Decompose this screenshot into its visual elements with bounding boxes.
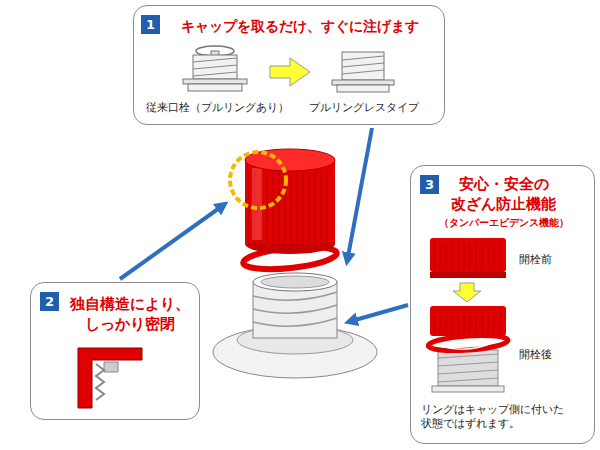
cap-after-opening (433, 310, 434, 334)
pull-ring-spout (183, 79, 247, 84)
cap-before-opening (451, 242, 452, 270)
spout-with-cap (272, 172, 273, 246)
spout-with-cap (308, 172, 309, 246)
cap-before-opening (493, 242, 494, 270)
figure-caption: 従来口栓（プルリングあり） (146, 101, 289, 115)
yellow-arrow (270, 58, 310, 86)
spout-with-cap (326, 172, 327, 246)
spout-with-cap (290, 172, 291, 246)
cap-before-opening (439, 242, 440, 270)
leader-arrows (120, 128, 408, 322)
callout-number: 3 (420, 175, 439, 194)
spout-with-cap (213, 149, 377, 378)
cap-after-opening (475, 310, 476, 334)
cap-after-opening (487, 310, 488, 334)
cap-before-opening (430, 272, 506, 278)
cap-before-opening (481, 242, 482, 270)
pull-ring-spout (188, 84, 242, 91)
leader-arrows (347, 128, 372, 262)
feature-heading: 安心・安全の 改ざん防止機能 (441, 175, 566, 214)
pull-ring-spout (183, 46, 247, 91)
cap-before-opening (433, 242, 434, 270)
leader-arrows (348, 305, 408, 322)
spout-with-cap (320, 172, 321, 246)
feature-heading: キャップを取るだけ、すぐに注げます (181, 17, 419, 35)
spout-with-cap (296, 172, 297, 246)
cap-after-opening (428, 333, 509, 353)
cap-after-opening (493, 310, 494, 334)
spout-with-cap (245, 149, 335, 171)
cap-before-opening (430, 238, 506, 272)
cap-before-opening (445, 242, 446, 270)
spout-with-cap (248, 172, 249, 246)
spout-with-cap (253, 273, 337, 291)
cap-after-opening (457, 310, 458, 334)
cap-after-opening (432, 386, 504, 392)
spout-with-cap (302, 172, 303, 246)
cap-after-opening (469, 310, 470, 334)
spout-with-cap (252, 168, 262, 240)
cap-cross-section (78, 348, 142, 408)
cap-after-opening (438, 354, 498, 382)
spout-with-cap (314, 172, 315, 246)
cap-after-opening (463, 310, 464, 334)
leader-arrows (120, 204, 225, 279)
cap-before-opening (499, 242, 500, 270)
ringless-spout (337, 85, 389, 92)
cap-after-opening (430, 306, 506, 336)
pull-ring-spout (193, 58, 237, 76)
ringless-spout (332, 52, 394, 92)
cap-cross-section (78, 348, 142, 408)
cap-after-opening (445, 310, 446, 334)
cap-after-opening (434, 310, 500, 334)
cap-after-opening (439, 310, 440, 334)
cap-before-opening (469, 242, 470, 270)
note-text: リングはキャップ側に付いた 状態ではずれます。 (421, 403, 586, 432)
feature-box: 安心・安全の 改ざん防止機能 （タンパーエビデンス機能） 開栓前開栓後リングはキャッ… (410, 165, 595, 444)
cap-before-opening (457, 242, 458, 270)
state-label: 開栓後 (519, 348, 552, 362)
cap-after-opening (499, 310, 500, 334)
figure-caption: プルリングレスタイプ (309, 101, 419, 115)
cap-before-opening (487, 242, 488, 270)
cap-cross-section (104, 362, 118, 372)
highlight-circle (230, 152, 286, 208)
cap-after-opening (438, 350, 498, 386)
cap-before-opening (430, 238, 506, 278)
spout-with-cap (278, 172, 279, 246)
ringless-spout (332, 80, 394, 85)
feature-heading: 独自構造により、 しっかり密閉 (66, 295, 194, 334)
ringless-spout (342, 56, 384, 74)
pull-ring-spout (193, 55, 237, 79)
spout-with-cap (266, 172, 267, 246)
callout-number: 1 (141, 15, 160, 34)
callout-number: 2 (40, 292, 59, 311)
spout-with-cap (253, 292, 337, 326)
cap-cross-section (96, 364, 104, 400)
yellow-down-arrow (453, 283, 481, 302)
state-label: 開栓前 (519, 253, 552, 267)
ringless-spout (342, 52, 384, 80)
cap-after-opening (481, 310, 482, 334)
spout-with-cap (261, 276, 329, 288)
cap-after-opening (451, 310, 452, 334)
cap-after-opening (428, 306, 509, 392)
feature-box: キャップを取るだけ、すぐに注げます従来口栓（プルリングあり） プルリングレスタイプ (133, 5, 445, 125)
cap-before-opening (434, 242, 500, 270)
cap-before-opening (475, 242, 476, 270)
feature-subheading: （タンパーエビデンス機能） (421, 216, 586, 229)
cap-after-opening (440, 342, 494, 349)
cap-before-opening (463, 242, 464, 270)
